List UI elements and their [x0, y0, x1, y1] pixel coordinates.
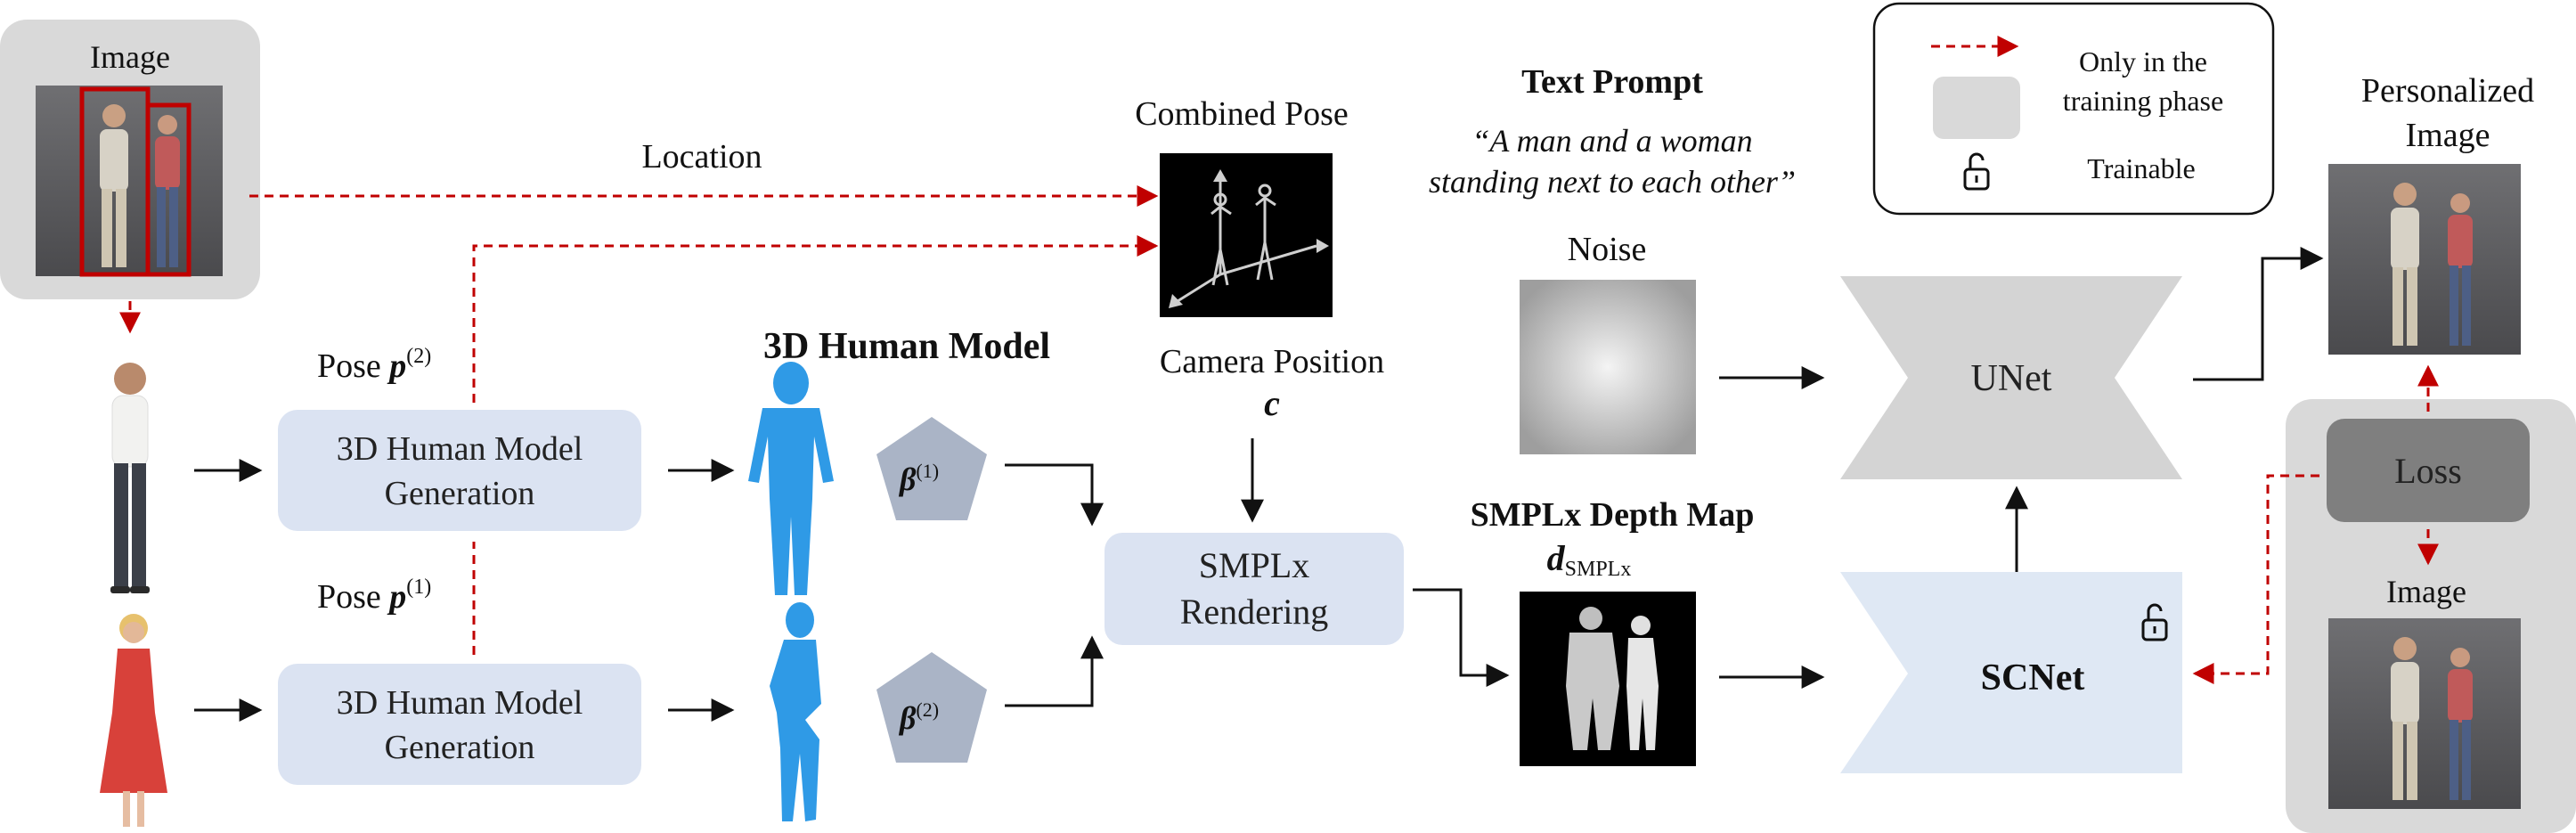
input-image-panel: Image [0, 20, 260, 299]
person-woman-photo [100, 614, 167, 827]
beta-bottom-pentagon: β(2) [876, 652, 987, 763]
camera-title: Camera Position [1160, 343, 1384, 380]
depth-map-symbol: dSMPLx [1547, 538, 1632, 581]
text-prompt-line2: standing next to each other” [1429, 164, 1796, 200]
combined-pose-image [1160, 153, 1333, 317]
pose-arrow-to-combined [472, 235, 1159, 403]
pose-top-label: Pose p(2) [317, 345, 431, 385]
arrow-beta-bottom-to-render [1005, 635, 1104, 707]
input-photo [36, 86, 223, 277]
bbox-woman [145, 102, 192, 277]
input-image-title: Image [90, 39, 170, 75]
human-model-title: 3D Human Model [763, 326, 1050, 367]
generation-top-line1: 3D Human Model [337, 430, 583, 468]
gt-image-title: Image [2386, 574, 2466, 609]
legend: Only in the training phase Trainable [1872, 2, 2275, 216]
legend-only-training-line1: Only in the [2079, 45, 2207, 78]
noise-title: Noise [1568, 231, 1647, 268]
person-man-photo [110, 363, 150, 593]
loss-panel: Loss Image [2286, 399, 2576, 833]
mesh-man [748, 362, 834, 595]
beta-top-pentagon: β(1) [876, 417, 987, 520]
scnet-block: SCNet [1840, 572, 2182, 773]
output-title-line2: Image [2406, 117, 2490, 154]
loss-label: Loss [2394, 451, 2462, 491]
generation-top-line2: Generation [385, 475, 535, 512]
mesh-woman [770, 602, 821, 821]
legend-gray-box-icon [1933, 77, 2020, 139]
loss-box [2327, 419, 2530, 522]
text-prompt-title: Text Prompt [1521, 63, 1703, 101]
beta-top-label: β(1) [898, 460, 939, 497]
legend-lock-icon [1963, 152, 1990, 191]
generation-box-bottom: 3D Human Model Generation [278, 664, 641, 785]
generation-box-top: 3D Human Model Generation [278, 410, 641, 531]
unet-block: UNet [1840, 276, 2182, 479]
noise-image [1520, 280, 1696, 454]
camera-symbol: c [1264, 383, 1280, 423]
arrow-render-to-depth [1413, 588, 1510, 687]
unet-label: UNet [1971, 358, 2052, 399]
scnet-label: SCNet [1981, 657, 2085, 698]
combined-pose-title: Combined Pose [1135, 95, 1349, 133]
pose-bottom-label: Pose p(1) [317, 576, 431, 616]
location-label: Location [641, 138, 762, 176]
text-prompt-line1: “A man and a woman [1471, 123, 1752, 159]
gt-image [2328, 618, 2521, 809]
legend-trainable: Trainable [2087, 152, 2195, 184]
arrow-unet-to-output [2193, 247, 2324, 381]
generation-bottom-line1: 3D Human Model [337, 684, 583, 722]
beta-bottom-label: β(2) [898, 698, 939, 736]
legend-only-training-line2: training phase [2063, 85, 2223, 117]
arrow-beta-top-to-render [1005, 463, 1104, 527]
rendering-line2: Rendering [1180, 592, 1329, 632]
personalized-image [2328, 164, 2521, 355]
rendering-box: SMPLx Rendering [1105, 533, 1404, 645]
rendering-line1: SMPLx [1199, 545, 1310, 585]
depth-map-image [1520, 592, 1696, 766]
generation-bottom-line2: Generation [385, 729, 535, 766]
scnet-lock-icon [2141, 603, 2168, 641]
depth-map-title: SMPLx Depth Map [1471, 496, 1755, 534]
output-title-line1: Personalized [2361, 72, 2534, 110]
